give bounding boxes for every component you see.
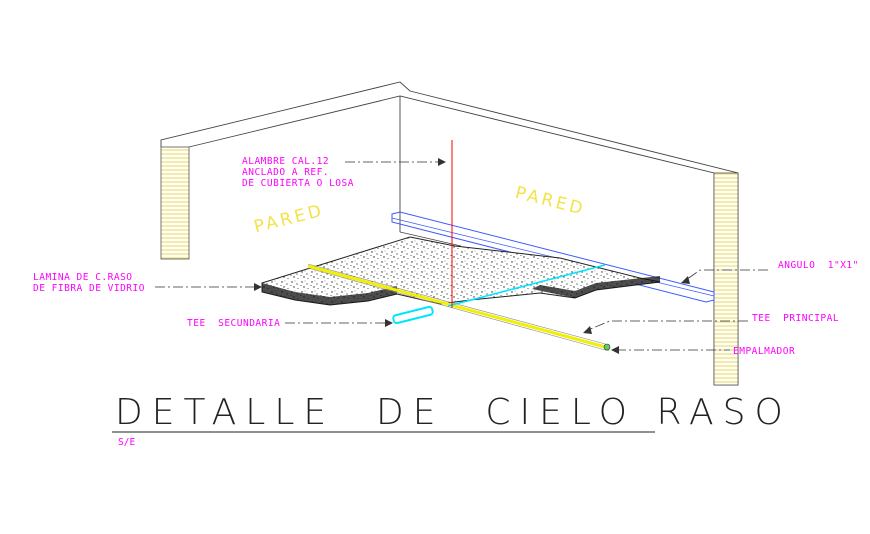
drawing-title: DETALLE DE CIELO RASO bbox=[115, 392, 792, 433]
secondary-tee bbox=[392, 305, 434, 325]
leader-lines bbox=[155, 161, 768, 351]
wire-label: ALAMBRE CAL.12 ANCLADO A REF. DE CUBIERT… bbox=[242, 156, 354, 189]
leader-arrows bbox=[254, 158, 690, 354]
left-wall bbox=[160, 81, 739, 386]
panel-label: LAMINA DE C.RASO DE FIBRA DE VIDRIO bbox=[33, 272, 145, 294]
main-tee bbox=[307, 263, 611, 352]
angle-label: ANGULO 1"X1" bbox=[778, 260, 859, 271]
fiberglass-panel bbox=[261, 236, 661, 306]
tee-secondary-label: TEE SECUNDARIA bbox=[187, 318, 281, 329]
splice-label: EMPALMADOR bbox=[733, 346, 796, 357]
tee-main-label: TEE PRINCIPAL bbox=[752, 313, 840, 324]
cross-tee bbox=[447, 264, 606, 307]
scale-note: S/E bbox=[118, 437, 136, 448]
